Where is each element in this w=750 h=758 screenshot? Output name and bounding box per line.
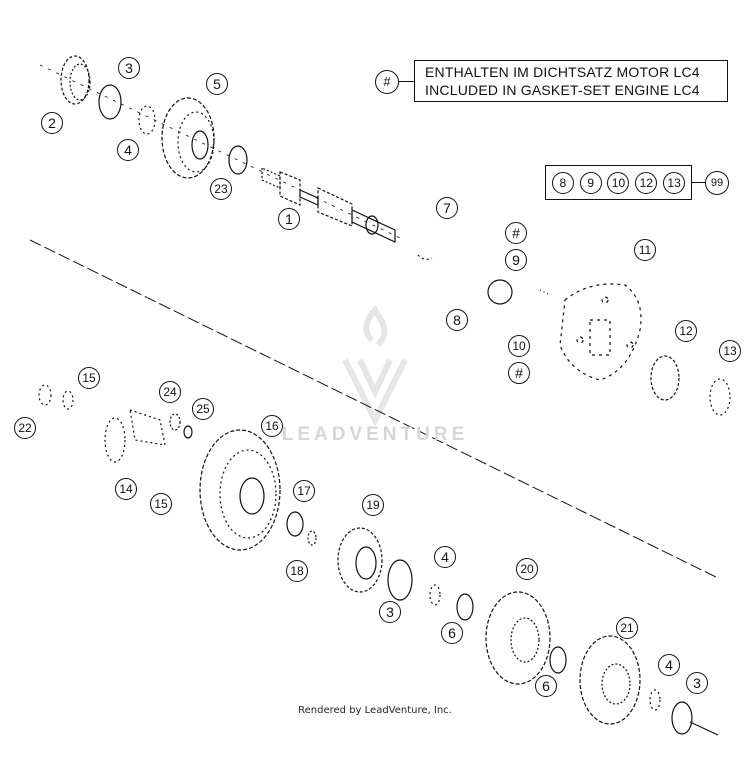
gasket-set-marker: # [375,70,399,94]
callout-part-17[interactable]: 17 [293,480,315,502]
set-member: 12 [635,171,658,194]
needle-bearing-part-2 [60,55,91,105]
ring-part-13 [709,378,731,416]
render-credit: Rendered by LeadVenture, Inc. [298,705,452,716]
housing-part-11 [559,283,642,381]
upper-shaft-axis [39,64,401,239]
callout-part-14[interactable]: 14 [115,478,137,500]
callout-part-5[interactable]: 5 [206,73,228,95]
set-member: 13 [663,171,686,194]
callout-part-11[interactable]: 11 [634,239,656,261]
callout-part-6[interactable]: 6 [535,675,557,697]
callout-part-6[interactable]: 6 [441,622,463,644]
callout-part-4[interactable]: 4 [117,139,139,161]
callout-part-22[interactable]: 22 [14,417,36,439]
bushing-part-6-lower [549,646,567,674]
gasket-set-box: 8 9 10 12 13 [545,165,692,200]
gear-part-21 [579,635,641,725]
seal-parts-7-8-9 [417,254,549,305]
gasket-set-connector [692,182,705,183]
callout-gasket-set-marker[interactable]: # [508,362,530,384]
callout-part-13[interactable]: 13 [719,340,741,362]
gear-part-19 [337,527,383,593]
gasket-set-total: 99 [705,171,729,195]
callout-part-3[interactable]: 3 [686,672,708,694]
callout-part-2[interactable]: 2 [41,112,63,134]
main-shaft-part-1 [261,167,396,243]
callout-part-4[interactable]: 4 [434,546,456,568]
callout-part-8[interactable]: 8 [446,309,468,331]
callout-part-18[interactable]: 18 [286,560,308,582]
bushing-part-23 [228,145,248,175]
gear-part-16 [199,429,281,551]
set-member: 8 [551,171,574,194]
lower-shaft-axis [29,239,719,579]
callout-part-3[interactable]: 3 [118,57,140,79]
ring-part-12 [650,355,680,401]
notice-line-english: INCLUDED IN GASKET-SET ENGINE LC4 [425,82,700,98]
parts-17-18 [286,511,317,546]
callout-part-9[interactable]: 9 [505,249,527,271]
callout-part-1[interactable]: 1 [278,208,300,230]
set-member: 9 [579,171,602,194]
gasket-set-notice: ENTHALTEN IM DICHTSATZ MOTOR LC4 INCLUDE… [414,60,728,102]
callout-part-3[interactable]: 3 [379,601,401,623]
callout-part-15[interactable]: 15 [78,367,100,389]
set-member: 10 [607,171,630,194]
callout-part-19[interactable]: 19 [362,494,384,516]
parts-24-25 [169,413,193,439]
gear-part-5 [161,97,215,179]
callout-part-20[interactable]: 20 [516,558,538,580]
callout-part-16[interactable]: 16 [261,415,283,437]
callout-part-15[interactable]: 15 [150,493,172,515]
callout-part-21[interactable]: 21 [616,617,638,639]
callout-part-7[interactable]: 7 [436,197,458,219]
parts-4-3-end [649,689,719,736]
callout-part-23[interactable]: 23 [210,178,232,200]
watermark-text: LEADVENTURE [281,424,469,445]
callout-part-10[interactable]: 10 [508,335,530,357]
small-parts-lower-left [38,384,166,463]
washer-part-4-upper [138,105,156,135]
watermark-logo [342,304,408,427]
snap-ring-part-3-lower [387,559,413,601]
callout-gasket-set-marker[interactable]: # [505,222,527,244]
callout-part-25[interactable]: 25 [192,398,214,420]
gear-part-20 [485,591,551,685]
callout-part-24[interactable]: 24 [159,381,181,403]
notice-line-german: ENTHALTEN IM DICHTSATZ MOTOR LC4 [425,64,700,80]
notice-connector [399,81,414,82]
snap-ring-part-3-upper [98,84,122,120]
callout-part-12[interactable]: 12 [675,320,697,342]
callout-part-4[interactable]: 4 [658,654,680,676]
parts-4-6-middle [429,584,474,621]
